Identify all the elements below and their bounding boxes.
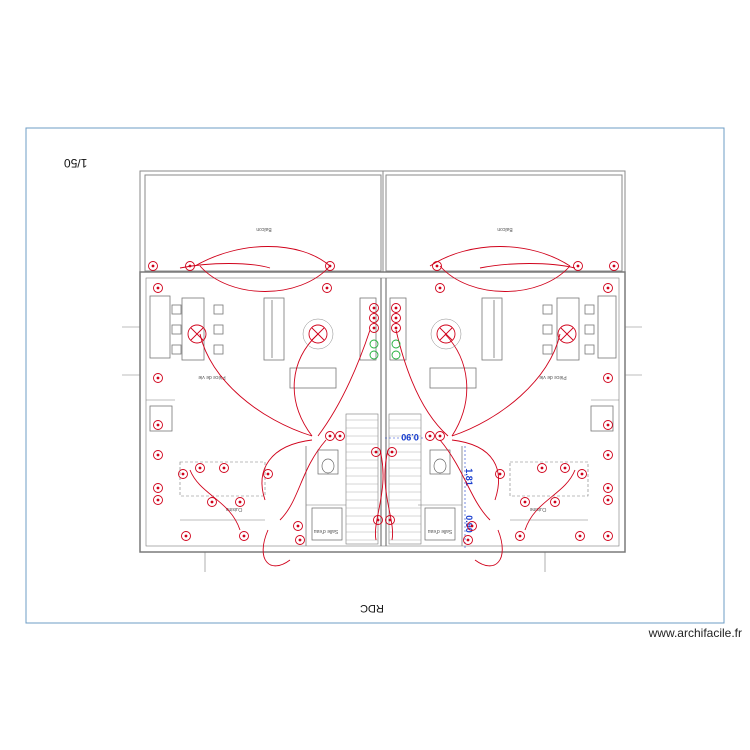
electrical-outlet-symbol: [560, 463, 570, 473]
scale-label: 1/50: [64, 156, 88, 170]
furniture-left: [149, 295, 377, 432]
electrical-outlet-symbol: [295, 535, 305, 545]
bathroom-label-right: Salle d'eau: [427, 528, 452, 534]
electrical-outlet-symbol: [235, 497, 245, 507]
electrical-outlet-symbol: [603, 373, 613, 383]
electrical-outlet-symbol: [325, 261, 335, 271]
level-label: RDC: [360, 602, 384, 614]
electrical-outlet-symbol: [181, 531, 191, 541]
electrical-outlet-symbol: [293, 521, 303, 531]
electrical-outlet-symbol: [520, 497, 530, 507]
electrical-outlet-symbol: [373, 515, 383, 525]
electrical-outlet-symbol: [391, 323, 401, 333]
electrical-wiring: [179, 246, 576, 567]
electrical-outlet-symbol: [153, 483, 163, 493]
electrical-outlet-symbol: [369, 313, 379, 323]
building-walls: [122, 271, 642, 572]
electrical-outlet-symbol: [515, 531, 525, 541]
electrical-outlet-symbol: [178, 469, 188, 479]
electrical-outlet-symbol: [369, 323, 379, 333]
electrical-outlet-symbol: [219, 463, 229, 473]
electrical-outlets: [148, 261, 619, 545]
electrical-outlet-symbol: [603, 483, 613, 493]
dimension-label-2: 1.81: [464, 468, 474, 486]
electrical-outlet-symbol: [371, 447, 381, 457]
electrical-outlet-symbol: [603, 283, 613, 293]
living-label-left: Pièce de vie: [198, 374, 225, 380]
green-sockets: [369, 339, 401, 360]
bathroom-fixtures: [311, 449, 456, 541]
balcony-label-right: Balcon: [497, 226, 513, 232]
electrical-outlet-symbol: [425, 431, 435, 441]
electrical-outlet-symbol: [195, 463, 205, 473]
electrical-outlet-symbol: [335, 431, 345, 441]
electrical-outlet-symbol: [325, 431, 335, 441]
watermark-link[interactable]: www.archifacile.fr: [648, 626, 742, 640]
electrical-outlet-symbol: [153, 450, 163, 460]
sheet-frame: [25, 127, 725, 624]
electrical-outlet-symbol: [239, 531, 249, 541]
electrical-outlet-symbol: [577, 469, 587, 479]
bathroom-label-left: Salle d'eau: [313, 528, 338, 534]
stairs: [346, 419, 421, 541]
electrical-outlet-symbol: [435, 431, 445, 441]
electrical-outlet-symbol: [153, 420, 163, 430]
electrical-outlet-symbol: [467, 521, 477, 531]
electrical-outlet-symbol: [263, 469, 273, 479]
furniture-right: [389, 295, 617, 432]
dimension-label-3: 0.90: [464, 515, 474, 533]
electrical-outlet-symbol: [153, 283, 163, 293]
electrical-outlet-symbol: [495, 469, 505, 479]
electrical-outlet-symbol: [391, 313, 401, 323]
electrical-outlet-symbol: [148, 261, 158, 271]
electrical-outlet-symbol: [463, 535, 473, 545]
electrical-outlet-symbol: [185, 261, 195, 271]
electrical-outlet-symbol: [603, 450, 613, 460]
electrical-outlet-symbol: [153, 495, 163, 505]
kitchen-label-left: Cuisine: [225, 506, 242, 512]
electrical-outlet-symbol: [435, 283, 445, 293]
electrical-outlet-symbol: [432, 261, 442, 271]
electrical-outlet-symbol: [207, 497, 217, 507]
dimensions: [385, 437, 466, 548]
electrical-outlet-symbol: [387, 447, 397, 457]
electrical-outlet-symbol: [603, 420, 613, 430]
balcony-label-left: Balcon: [256, 226, 272, 232]
electrical-outlet-symbol: [391, 303, 401, 313]
electrical-outlet-symbol: [550, 497, 560, 507]
living-label-right: Pièce de vie: [539, 374, 566, 380]
dimension-label-1: 0.90: [401, 432, 419, 442]
electrical-outlet-symbol: [609, 261, 619, 271]
electrical-outlet-symbol: [603, 531, 613, 541]
electrical-outlet-symbol: [603, 495, 613, 505]
electrical-outlet-symbol: [153, 373, 163, 383]
ceiling-lights: [187, 318, 577, 350]
electrical-outlet-symbol: [385, 515, 395, 525]
electrical-outlet-symbol: [369, 303, 379, 313]
electrical-outlet-symbol: [575, 531, 585, 541]
electrical-outlet-symbol: [573, 261, 583, 271]
electrical-outlet-symbol: [537, 463, 547, 473]
electrical-outlet-symbol: [322, 283, 332, 293]
